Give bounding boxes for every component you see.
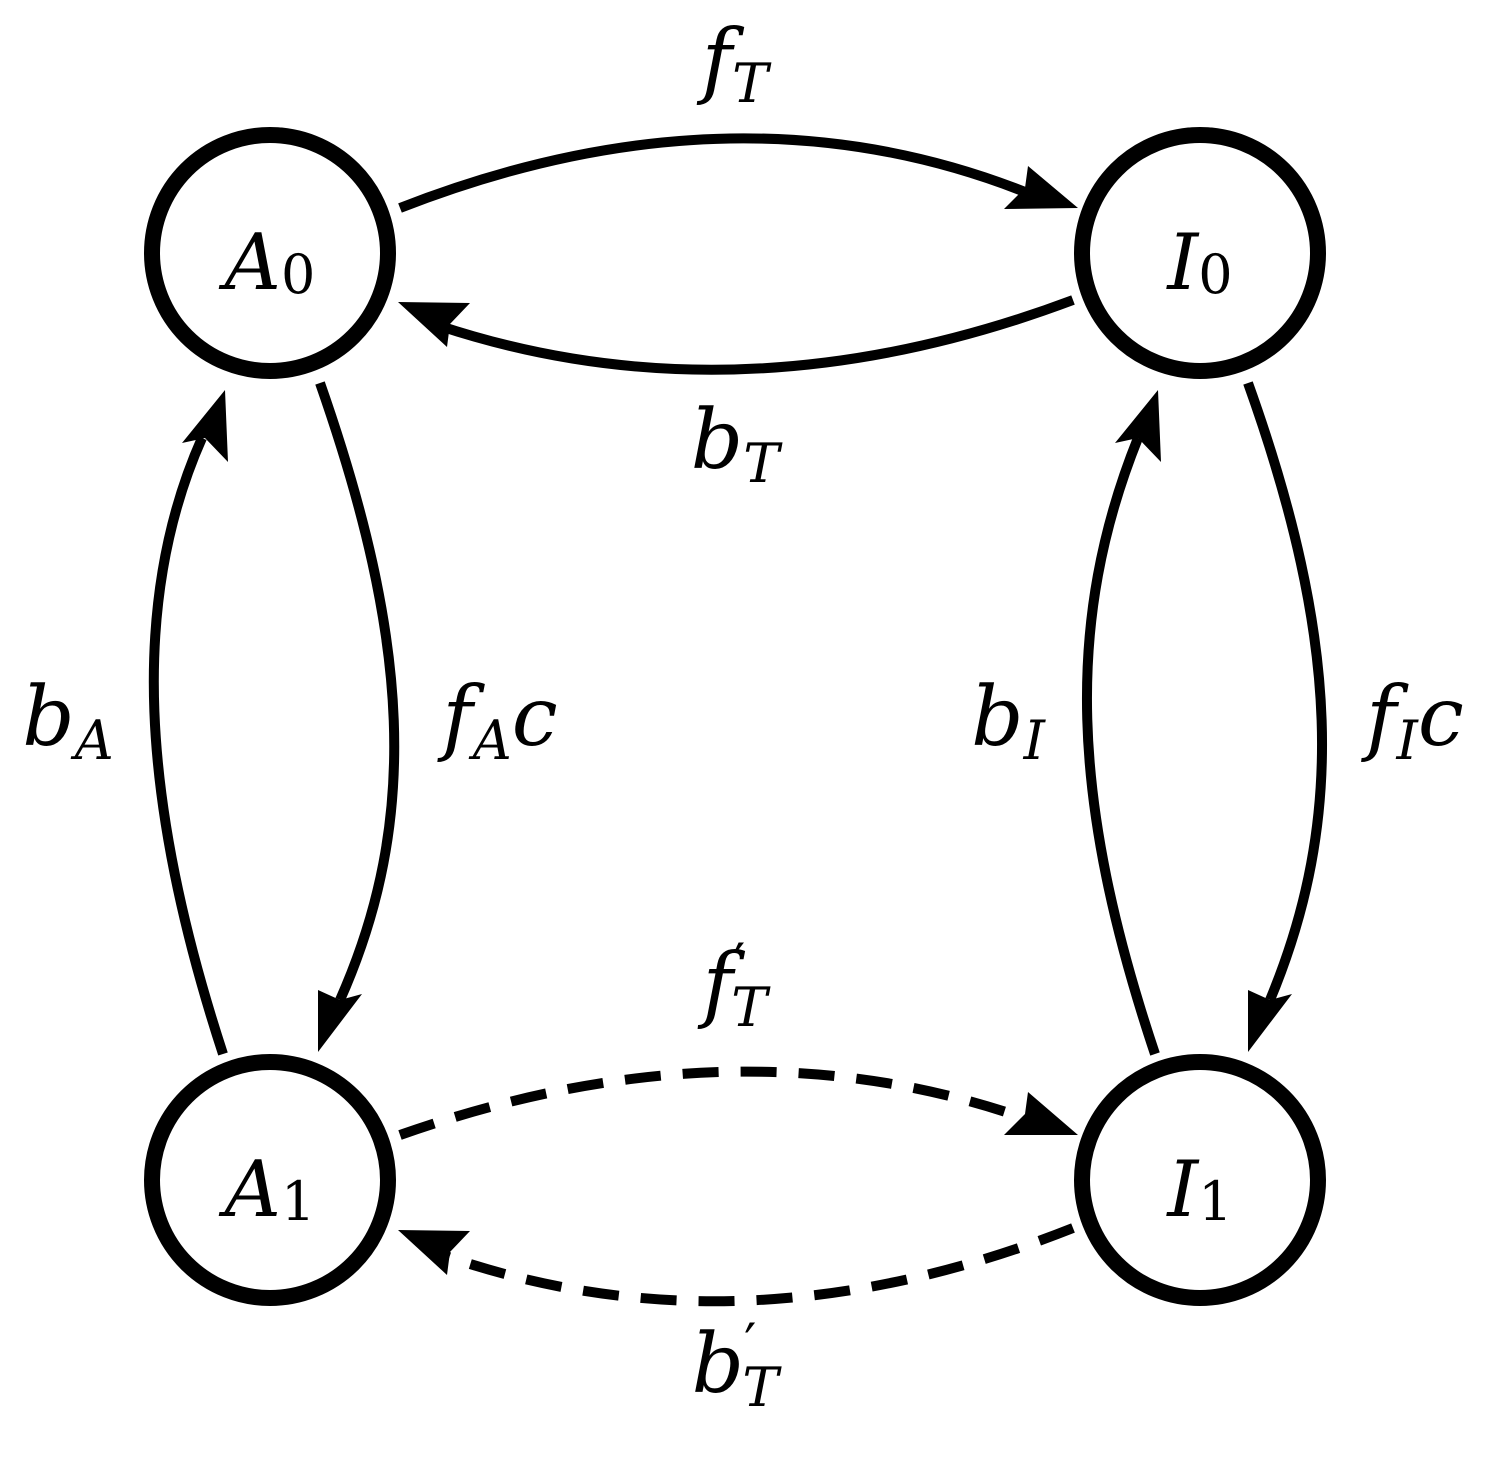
arrowhead-a1-to-i1: [1004, 1092, 1078, 1135]
edge-i0-to-i1: [1243, 381, 1328, 1002]
arrowhead-a0-to-a1: [318, 990, 362, 1052]
arrowhead-i1-to-i0: [1115, 390, 1161, 462]
arrowhead-a1-to-a0: [182, 390, 228, 462]
node-i0-label: I0: [1165, 218, 1232, 308]
arrowhead-i0-to-i1: [1248, 990, 1292, 1052]
edge-a1-to-a0: [148, 435, 228, 1056]
node-a0: A0: [144, 127, 396, 379]
node-a1: A1: [144, 1054, 396, 1306]
edge-label-a1-to-i1: f′T: [697, 932, 772, 1039]
edge-label-i0-to-i1: fIc: [1360, 670, 1464, 772]
edge-i1-to-i0: [1081, 436, 1160, 1056]
arrowhead-i1-to-a1: [398, 1230, 470, 1275]
edge-label-i0-to-a0: bT: [691, 393, 784, 495]
edge-label-a0-to-a1: fAc: [436, 670, 557, 772]
edge-label-i1-to-a1: b′T: [692, 1312, 783, 1419]
edge-a0-to-a1: [315, 381, 400, 1003]
arrowhead-a0-to-i0: [1004, 166, 1078, 209]
node-a1-label: A1: [219, 1145, 316, 1235]
edge-label-a1-to-a0: bA: [22, 670, 114, 772]
edge-a1-to-i1: [398, 1066, 1037, 1140]
edge-i1-to-a1: [438, 1223, 1075, 1307]
node-i1-label: I1: [1165, 1145, 1232, 1235]
edge-label-i1-to-i0: bI: [971, 670, 1047, 772]
node-i1: I1: [1074, 1054, 1326, 1306]
edge-a0-to-i0: [398, 133, 1037, 213]
arrowhead-i0-to-a0: [398, 302, 470, 347]
node-i0: I0: [1074, 127, 1326, 379]
node-a0-label: A0: [219, 218, 316, 308]
edge-i0-to-a0: [438, 295, 1075, 375]
edge-label-a0-to-i0: fT: [696, 13, 772, 115]
